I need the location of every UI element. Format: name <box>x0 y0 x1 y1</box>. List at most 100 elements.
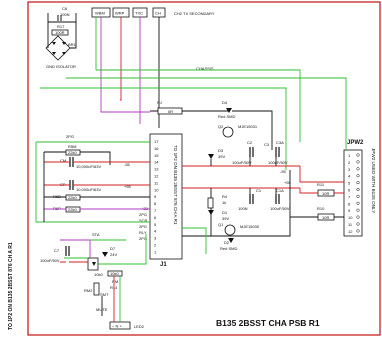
j1-pin-number: 13 <box>154 167 159 172</box>
j1-pin-number: 16 <box>154 146 159 151</box>
jpw2-pin-pad <box>356 215 360 219</box>
q1-ref: Q1 <box>218 222 224 227</box>
r10-val: 10R <box>322 215 329 220</box>
jpw2-pin-number: 12 <box>348 229 353 234</box>
lower-cap-wires <box>210 188 277 236</box>
j1-sig-2pg-b: 2PG <box>139 224 147 229</box>
d1-val: 39V <box>222 216 229 221</box>
r4-ref: R4 <box>222 194 228 199</box>
wire-wrp <box>120 17 122 101</box>
j1-pin-number: 1 <box>154 249 157 254</box>
d2-ref: D2 <box>224 240 230 245</box>
c6-wire <box>47 13 77 23</box>
r6p-ref: R6P <box>53 206 61 211</box>
r4-body <box>207 197 214 209</box>
jpw2-pin-number: 8 <box>348 201 351 206</box>
c7-val: 100uF/50V <box>40 258 60 263</box>
rj-val: 0R <box>168 109 173 114</box>
j1-label: J1 <box>160 262 167 268</box>
cp-ref: CP <box>60 182 66 187</box>
jpw2-pin-number: 1 <box>348 153 351 158</box>
jpw2-label: JPW2 <box>347 140 364 146</box>
gnd-isolator-label: GND ISOLATOR <box>46 64 76 69</box>
j1-pin-number: 14 <box>154 160 159 165</box>
j1-pin-number: 7 <box>154 208 157 213</box>
br1-ref: BR1 <box>68 42 77 47</box>
connector-wbm-label: WBM <box>95 11 105 16</box>
r6p-body <box>65 206 81 213</box>
c7-ref: C7 <box>54 248 60 253</box>
d8-val: SMT <box>100 292 109 297</box>
bridge-wires <box>47 22 77 49</box>
r5m-ref: R5M <box>68 144 76 149</box>
relay-diode <box>92 262 96 266</box>
j1-side-text: TO 1P2 ON B135 2BSST 876 CH A R1 <box>173 145 178 225</box>
j1-sig-plus33: +33 <box>141 206 149 211</box>
jpw2-pin-number: 6 <box>348 188 351 193</box>
j1-pin-number: 9 <box>154 194 157 199</box>
jpw2-note: JPW2 USED WITH B13S ONLY <box>371 148 376 213</box>
wire-wbm <box>100 17 150 113</box>
plus55-right: +55 <box>284 180 292 185</box>
j1-sig-rly: RLY <box>139 230 147 235</box>
jpw2-pin-number: 2 <box>348 160 351 165</box>
q2-ref: Q2 <box>218 124 224 129</box>
j1-sig-minus55: -55 <box>124 162 131 167</box>
d2-val: Red SMD <box>220 246 237 251</box>
lower-return-wire <box>182 170 291 237</box>
jpw2-pin-pad <box>356 160 360 164</box>
r11-val: 10R <box>322 191 329 196</box>
jpw2-pin-number: 4 <box>348 174 351 179</box>
r15a-text: 10k0 <box>110 271 119 276</box>
c6-ref: C6 <box>62 6 68 11</box>
j1-sig-2pg-a: 2PG <box>139 212 147 217</box>
r4-val: 1k <box>222 200 226 205</box>
chassis-label: CHASSIS <box>196 66 214 71</box>
jpw2-pin-number: 5 <box>348 181 351 186</box>
jpw2-pin-pad <box>356 194 360 198</box>
top-connectors: WBM WRP TXC CH CH2 TX SECONDARY <box>91 7 215 18</box>
rm2-body <box>93 282 100 296</box>
r10-ref: R10 <box>317 206 325 211</box>
c6-val: 100N <box>60 12 70 17</box>
d4-ref: D4 <box>222 100 228 105</box>
j1-sig-scr: SCR <box>139 218 148 223</box>
br1-body <box>45 35 71 61</box>
led2-label: LED2 <box>134 324 145 329</box>
j1-sig-2pg-c: 2PG <box>139 236 147 241</box>
jpw2-pin-pad <box>356 201 360 205</box>
jpw2-pin-pad <box>356 229 360 233</box>
jpw2-pin-number: 11 <box>348 222 353 227</box>
r6b-body <box>65 194 81 201</box>
d1-ref: D1 <box>222 210 228 215</box>
r15a-body <box>107 270 123 277</box>
lower-green-wire <box>182 227 207 254</box>
jpw2-neg-wire <box>299 166 344 183</box>
jpw2-pin-pad <box>356 174 360 178</box>
r5m-body <box>65 149 81 156</box>
sta-ref: STA <box>92 232 100 237</box>
j1-sig-plus55: +55 <box>124 184 132 189</box>
jpw2-pin-pad <box>356 167 360 171</box>
d2-symbol <box>228 238 234 243</box>
board-outline <box>27 1 381 336</box>
d4-wire <box>232 110 273 150</box>
br1-diode-1 <box>52 42 56 45</box>
d4-val: Red SMD <box>218 114 235 119</box>
upper-cap-wires <box>210 157 277 166</box>
cp-val: 10,000uF/63V <box>76 187 101 192</box>
d4-symbol <box>226 108 232 113</box>
j1-pin-number: 10 <box>154 187 159 192</box>
c1a-val: 100uF/50V <box>270 206 290 211</box>
d3-ref: D3 <box>218 148 224 153</box>
rj-ref: RJ <box>157 100 162 105</box>
bridge-area: C6 100N R17 100R BR1 GND ISOLATOR <box>45 6 77 69</box>
j1-pin-number: 4 <box>154 229 157 234</box>
d7-ref: D7 <box>110 246 116 251</box>
j1-pin-number: 15 <box>154 153 159 158</box>
2pg-label: 2PG <box>66 134 74 139</box>
jpw2-pin-number: 7 <box>348 194 351 199</box>
